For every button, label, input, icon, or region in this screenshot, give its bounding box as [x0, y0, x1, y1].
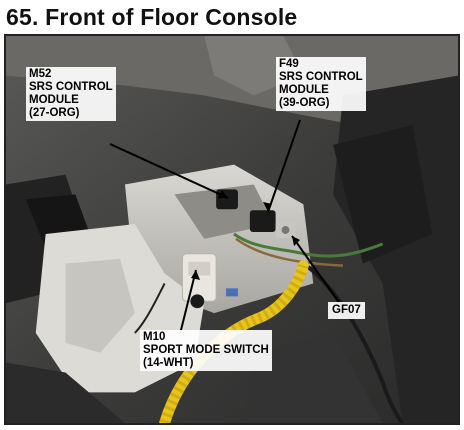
right-console-bracket — [333, 125, 433, 264]
callout-f49-code: F49 — [279, 58, 299, 70]
callout-m10: M10 SPORT MODE SWITCH (14-WHT) — [140, 330, 272, 371]
clip-black — [190, 294, 205, 309]
m10-wire — [134, 282, 166, 334]
callout-m52-line3: (27-ORG) — [29, 107, 80, 119]
floor-carpet-center — [243, 332, 383, 423]
m10-connector — [181, 253, 217, 302]
page-title: 65. Front of Floor Console — [6, 4, 298, 30]
callout-m52-code: M52 — [29, 68, 52, 80]
callout-m10-line1: SPORT MODE SWITCH — [143, 344, 269, 356]
m52-connector — [216, 189, 238, 210]
panel-recess — [65, 258, 135, 353]
callout-m10-line2: (14-WHT) — [143, 357, 194, 369]
callout-f49-line3: (39-ORG) — [279, 97, 330, 109]
m10-latch — [188, 261, 211, 276]
callout-m52: M52 SRS CONTROL MODULE (27-ORG) — [26, 67, 116, 121]
callout-f49: F49 SRS CONTROL MODULE (39-ORG) — [276, 57, 366, 111]
callout-m10-code: M10 — [143, 331, 166, 343]
floor-carpet-left — [6, 362, 125, 423]
callout-gf07: GF07 — [328, 302, 365, 319]
blue-clip — [226, 288, 238, 297]
callout-gf07-code: GF07 — [332, 304, 361, 316]
console-bracket — [124, 164, 314, 314]
callout-m52-line2: MODULE — [29, 94, 79, 106]
f49-connector — [249, 210, 276, 232]
callout-f49-line1: SRS CONTROL — [279, 71, 363, 83]
callout-m52-line1: SRS CONTROL — [29, 81, 113, 93]
callout-f49-line2: MODULE — [279, 84, 329, 96]
gf07-bolt-head — [281, 226, 290, 234]
